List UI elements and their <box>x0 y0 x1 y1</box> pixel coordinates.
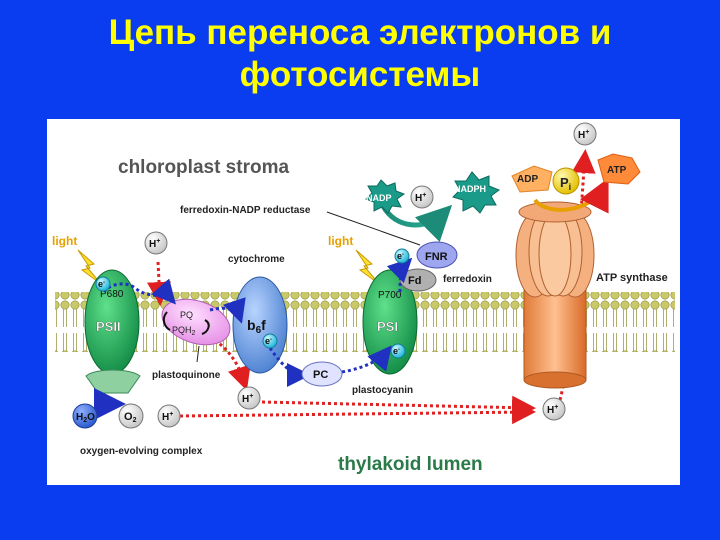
proton-ball: H+ <box>144 231 168 255</box>
proton-path-arrow <box>261 395 536 420</box>
svg-text:H+: H+ <box>242 393 253 405</box>
psii-label: PSII <box>96 319 121 334</box>
pc-label: PC <box>313 369 328 381</box>
proton-path-arrow <box>214 338 251 391</box>
h2o-label: H2O <box>76 412 95 424</box>
plastocyanin <box>301 361 343 387</box>
psi-label: PSI <box>377 319 398 334</box>
adp-label: ADP <box>517 174 538 185</box>
atp-synthase-label: ATP synthase <box>596 272 668 284</box>
cytochrome-b6f <box>232 276 288 374</box>
svg-text:H+: H+ <box>547 404 558 416</box>
reduction-arrow <box>201 319 210 335</box>
adp-blob <box>511 165 553 193</box>
slide-title-line2: фотосистемы <box>239 55 481 94</box>
water-splitting-arrow <box>93 387 126 420</box>
pi-ball <box>552 167 580 195</box>
electron-label: e- <box>98 279 105 289</box>
o2-label: O2 <box>124 411 137 424</box>
slide-title-line1: Цепь переноса электронов и <box>108 13 612 52</box>
oxygen-ball <box>118 403 144 429</box>
atp-formation-arrow <box>533 177 609 214</box>
proton-ball: H+ <box>237 386 261 410</box>
svg-text:H+: H+ <box>162 411 173 423</box>
plastoquinone-label: plastoquinone <box>152 370 221 381</box>
electron-label: e- <box>265 336 272 346</box>
oxygen-evolving-complex <box>85 369 141 394</box>
pq-label: PQ <box>180 310 193 320</box>
fnr-name-label: ferredoxin-NADP reductase <box>180 205 311 216</box>
nadph-label: NADPH <box>454 184 486 194</box>
pi-label: Pi <box>560 175 571 192</box>
ferredoxin-label: ferredoxin <box>443 274 492 285</box>
stroma-label: chloroplast stroma <box>118 157 289 178</box>
reduction-arrow <box>162 311 171 331</box>
light-label-right: light <box>328 234 353 248</box>
nadp-reduction-arrow <box>380 204 453 243</box>
proton-ball: H+ <box>542 397 566 421</box>
electron-path-arrow <box>102 278 176 305</box>
b6f-label: b6f <box>247 317 266 336</box>
oec-label: oxygen-evolving complex <box>80 446 203 457</box>
svg-text:H+: H+ <box>149 238 160 250</box>
electron-ball <box>390 343 406 359</box>
proton-ball: H+ <box>157 404 181 428</box>
plastocyanin-label: plastocyanin <box>352 385 413 396</box>
proton-ball: H+ <box>410 185 434 209</box>
atp-label: ATP <box>607 165 627 176</box>
lumen-label: thylakoid lumen <box>338 454 483 475</box>
water-ball <box>72 403 98 429</box>
cytochrome-label: cytochrome <box>228 254 285 265</box>
light-label-left: light <box>52 234 77 248</box>
nadp-label: NADP <box>366 193 392 203</box>
proton-path-arrow <box>179 400 536 425</box>
electron-ball <box>262 333 278 349</box>
plastoquinone-leader-line <box>196 345 200 363</box>
fd-label: Fd <box>408 275 421 287</box>
fnr-label: FNR <box>425 251 448 263</box>
proton-ball: H+ <box>573 122 597 146</box>
slide-title: Цепь переноса электронов и фотосистемы <box>0 12 720 96</box>
electron-path-arrow <box>209 297 246 324</box>
electron-label: e- <box>393 346 400 356</box>
electron-ball <box>95 276 111 292</box>
atp-blob <box>597 153 641 185</box>
svg-text:H+: H+ <box>578 129 589 141</box>
fnr-leader-line <box>326 211 421 246</box>
electron-ball <box>394 248 410 264</box>
atp-synthase <box>515 201 595 389</box>
electron-label: e- <box>397 251 404 261</box>
diagram-panel: chloroplast stroma thylakoid lumen light… <box>47 119 680 485</box>
svg-text:H+: H+ <box>415 192 426 204</box>
electron-path-arrow <box>341 345 392 374</box>
electron-path-arrow <box>386 257 413 293</box>
p680-label: P680 <box>100 289 124 300</box>
p700-label: P700 <box>378 290 402 301</box>
electron-transport-diagram: chloroplast stroma thylakoid lumen light… <box>52 122 675 475</box>
nadp-burst <box>365 179 406 214</box>
nadph-burst <box>452 171 501 214</box>
pqh2-label: PQH2 <box>172 325 196 337</box>
